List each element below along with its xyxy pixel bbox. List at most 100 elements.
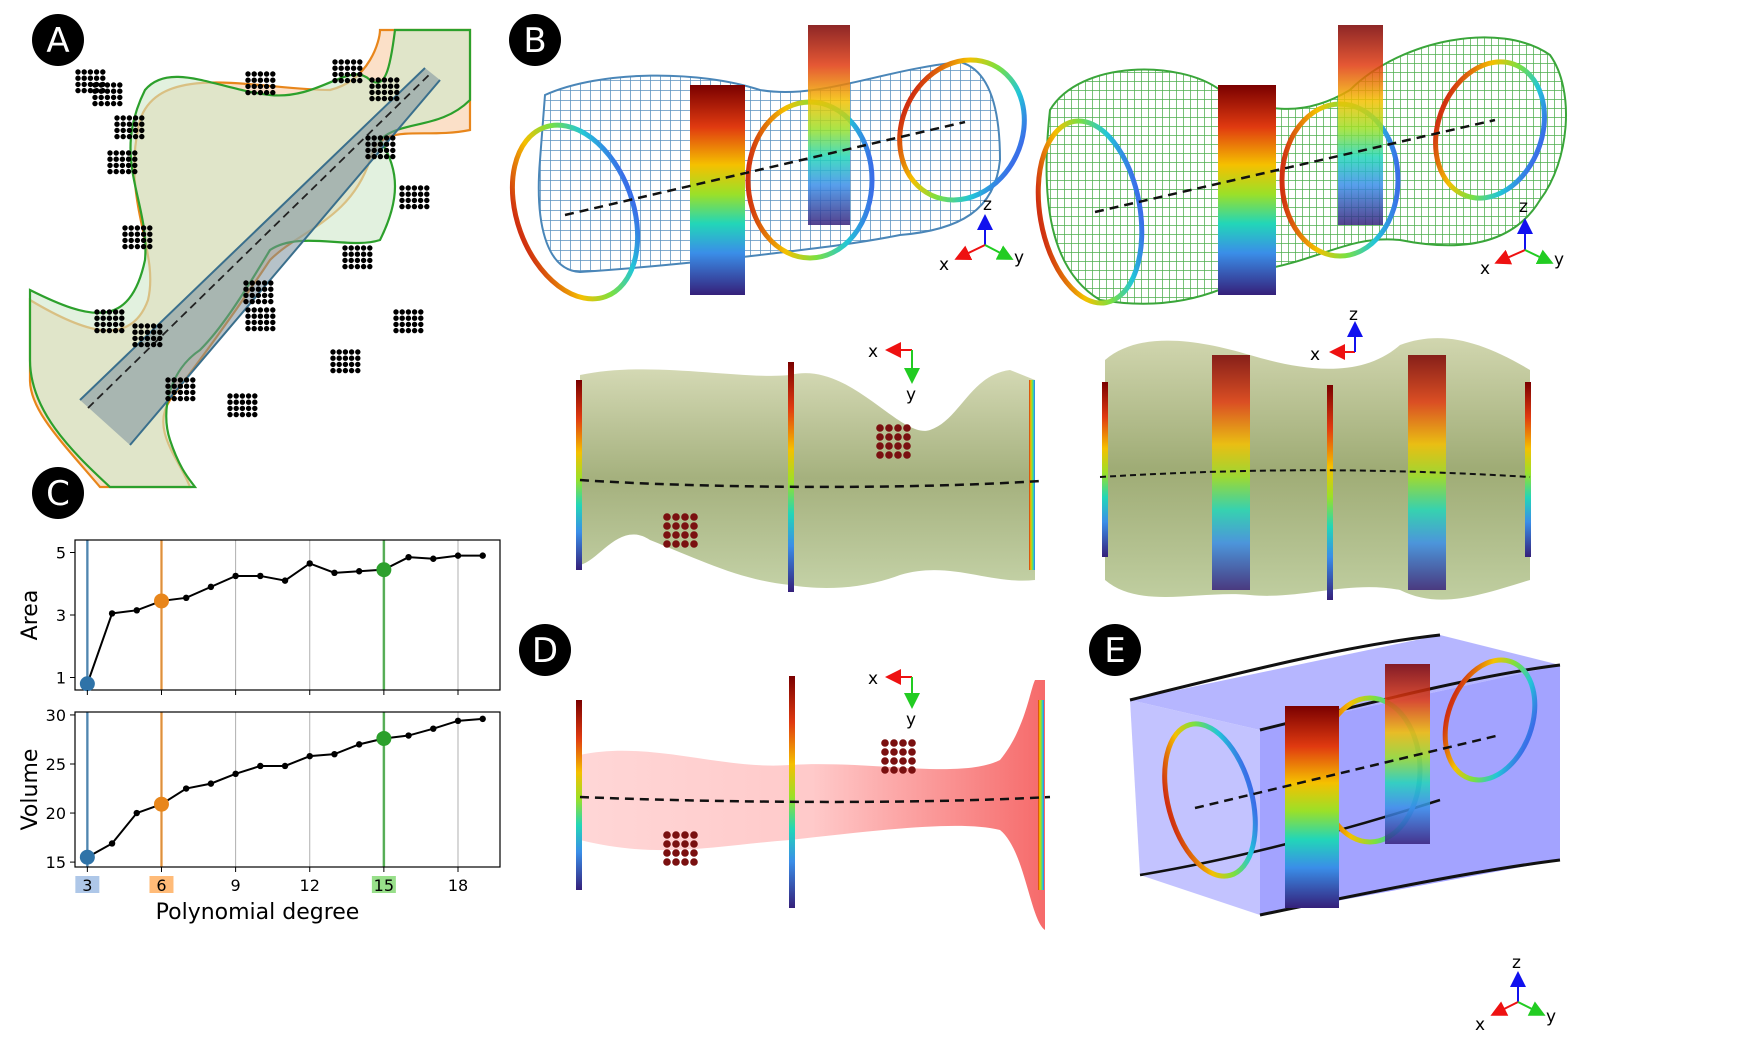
dot-cluster [243, 280, 274, 305]
svg-text:y: y [1546, 1007, 1556, 1027]
data-point [479, 552, 486, 559]
panel-b-badge [509, 14, 561, 66]
dot [147, 243, 153, 250]
dot [663, 858, 671, 866]
highlight-point [376, 730, 392, 746]
dot [399, 191, 405, 197]
dot [150, 323, 157, 329]
b-top-view-envelope [580, 369, 1035, 588]
dot [110, 88, 117, 94]
dot [690, 831, 698, 839]
x-tick-label: 18 [448, 876, 468, 895]
dot [245, 325, 251, 332]
dot [881, 766, 889, 774]
dot [100, 309, 106, 315]
dot [681, 513, 689, 521]
dot [390, 153, 396, 160]
dot [369, 83, 375, 89]
dot [367, 245, 373, 251]
dot [140, 231, 147, 237]
dot [261, 280, 268, 286]
dot [405, 327, 412, 334]
dot [338, 71, 344, 78]
dot [132, 127, 139, 134]
dot [375, 83, 381, 89]
y-axis-label: Area [18, 590, 43, 641]
dot [270, 77, 276, 83]
dot-cluster [399, 185, 430, 210]
dot [87, 81, 94, 88]
dot [348, 361, 355, 368]
dot [257, 325, 264, 332]
highlight-point [153, 796, 169, 812]
dot [132, 335, 138, 342]
b-top-axis-line [579, 478, 1041, 489]
dot [120, 115, 126, 121]
dot [405, 197, 411, 204]
dot-cluster [132, 323, 163, 348]
dot [881, 757, 889, 765]
dot [405, 315, 412, 321]
dot [120, 121, 126, 127]
data-point [108, 840, 116, 847]
dot [132, 341, 138, 348]
dot [128, 237, 134, 244]
data-point [479, 715, 486, 723]
y-tick-label: 25 [46, 755, 66, 774]
x-tick-label: 15 [374, 876, 394, 895]
dot [330, 367, 336, 374]
dot [171, 383, 177, 389]
dot [147, 231, 153, 237]
dot [104, 82, 111, 88]
dot [132, 323, 138, 329]
e-axis-line [1194, 733, 1501, 810]
y-tick-label: 20 [46, 804, 66, 823]
dot [405, 191, 411, 197]
dot [183, 389, 190, 396]
dot [106, 315, 113, 321]
dot [144, 323, 151, 329]
dot [190, 395, 196, 402]
center-dashed-line [87, 71, 433, 409]
dot [876, 424, 884, 432]
dot [251, 77, 257, 83]
dot [903, 433, 911, 441]
data-point [430, 725, 437, 732]
dot [332, 65, 338, 71]
dot [357, 71, 363, 78]
dot [690, 531, 698, 539]
b-side-axis-line [1099, 469, 1531, 478]
dot [357, 77, 363, 84]
dot [348, 367, 355, 374]
d-axis-line [579, 795, 1051, 804]
dot [342, 257, 348, 264]
dot [243, 292, 249, 299]
dot [94, 321, 100, 328]
dot [394, 83, 400, 89]
dot [106, 327, 113, 334]
dot [411, 197, 418, 204]
dot [899, 748, 907, 756]
panel-e: E z x y [1089, 624, 1561, 1035]
dot [239, 393, 246, 399]
dot [112, 321, 119, 328]
b-top-slice-2 [788, 362, 794, 592]
dot [119, 315, 125, 321]
dot [98, 82, 104, 88]
dot [98, 100, 104, 107]
x-tick-label: 6 [156, 876, 166, 895]
dot [171, 377, 177, 383]
dot [263, 319, 270, 326]
dot [119, 309, 125, 315]
dot [903, 442, 911, 450]
dot [113, 150, 119, 156]
dot [369, 95, 375, 102]
dot [140, 237, 147, 244]
b-side-slice-3 [1525, 382, 1531, 557]
dot-cluster [369, 77, 400, 102]
dot [672, 831, 680, 839]
dot [251, 307, 257, 313]
dot [894, 442, 902, 450]
